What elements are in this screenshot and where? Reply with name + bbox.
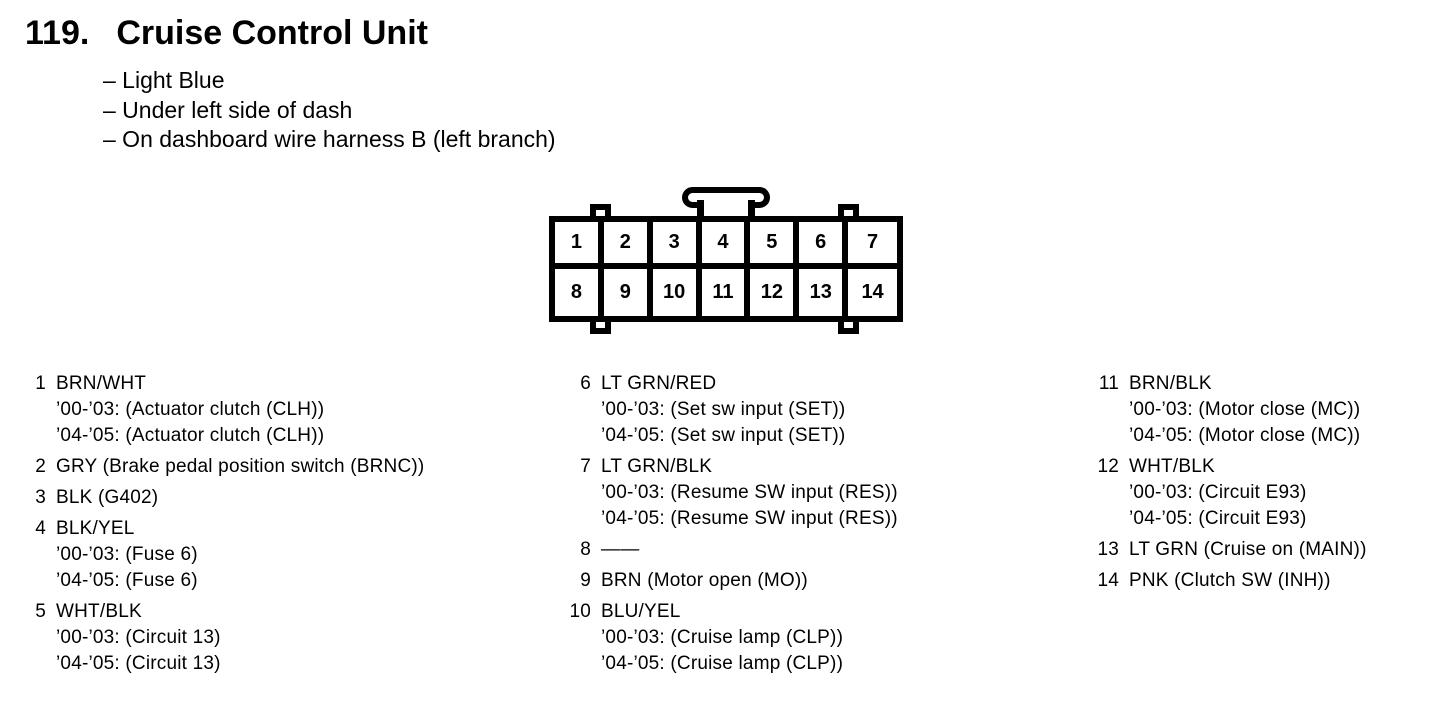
pin-cell-9: 9	[604, 269, 653, 316]
pin-number: 8	[580, 539, 591, 560]
pin-wire-color: LT GRN/RED	[601, 373, 717, 394]
pin-year-function: ’00-’03: (Actuator clutch (CLH))	[56, 399, 325, 420]
pin-year-function: ’04-’05: (Fuse 6)	[56, 570, 198, 591]
pin-entry-8: 8 ——	[565, 537, 1075, 563]
pin-cell-14: 14	[861, 281, 884, 303]
pin-year-function: ’04-’05: (Resume SW input (RES))	[601, 508, 898, 529]
pin-number: 9	[580, 570, 591, 591]
pin-number: 5	[35, 601, 46, 622]
pin-wire-color: LT GRN (Cruise on (MAIN))	[1129, 539, 1367, 560]
pin-wire-color: BRN/WHT	[56, 373, 147, 394]
pin-number: 12	[1097, 456, 1119, 477]
pin-entry-13: 13 LT GRN (Cruise on (MAIN))	[1093, 537, 1438, 563]
section-number: 119.	[25, 14, 90, 52]
pin-number: 3	[35, 487, 46, 508]
pin-cell-1: 1	[555, 222, 604, 269]
pin-entry-1: 1 BRN/WHT ’00-’03: (Actuator clutch (CLH…	[20, 371, 550, 449]
location-notes: – Light Blue – Under left side of dash –…	[103, 66, 556, 155]
pin-cell-8: 8	[555, 269, 604, 316]
pin-entry-7: 7 LT GRN/BLK ’00-’03: (Resume SW input (…	[565, 454, 1075, 532]
pin-number: 14	[1097, 570, 1119, 591]
note-connector-color: – Light Blue	[103, 67, 225, 93]
pin-number: 1	[35, 373, 46, 394]
connector-latch-leg-right	[748, 200, 755, 217]
pin-wire-color: BLU/YEL	[601, 601, 681, 622]
pin-wire-color: WHT/BLK	[56, 601, 142, 622]
pin-year-function: ’00-’03: (Circuit E93)	[1129, 482, 1307, 503]
pin-number: 7	[580, 456, 591, 477]
pin-year-function: ’00-’03: (Set sw input (SET))	[601, 399, 846, 420]
pin-wire-color: WHT/BLK	[1129, 456, 1215, 477]
section-title: Cruise Control Unit	[116, 14, 428, 52]
pin-year-function: ’04-’05: (Actuator clutch (CLH))	[56, 425, 325, 446]
pin-cell-12: 12	[750, 269, 800, 316]
pin-cell-2: 2	[603, 222, 653, 269]
pin-year-function: ’00-’03: (Fuse 6)	[56, 544, 198, 565]
pin-wire-color: BRN/BLK	[1129, 373, 1212, 394]
connector-diagram: 1 2 3 4 5 6 7 8 9 10 11 12 13 14	[549, 187, 903, 429]
pin-wire-color: PNK (Clutch SW (INH))	[1129, 570, 1331, 591]
pin-year-function: ’04-’05: (Set sw input (SET))	[601, 425, 846, 446]
pin-cell-10: 10	[653, 269, 702, 316]
pin-entry-3: 3 BLK (G402)	[20, 485, 550, 511]
pin-entry-5: 5 WHT/BLK ’00-’03: (Circuit 13) ’04-’05:…	[20, 599, 550, 677]
pin-cell-13: 13	[799, 269, 849, 316]
pin-year-function: ’00-’03: (Cruise lamp (CLP))	[601, 627, 844, 648]
pin-entry-12: 12 WHT/BLK ’00-’03: (Circuit E93) ’04-’0…	[1093, 454, 1438, 532]
page-title: 119. Cruise Control Unit	[25, 14, 428, 53]
pin-year-function: ’04-’05: (Circuit 13)	[56, 653, 221, 674]
pin-list-column-2: 6 LT GRN/RED ’00-’03: (Set sw input (SET…	[565, 371, 1075, 682]
pin-entry-4: 4 BLK/YEL ’00-’03: (Fuse 6) ’04-’05: (Fu…	[20, 516, 550, 594]
connector-latch-leg-left	[697, 200, 704, 217]
pin-wire-color: BRN (Motor open (MO))	[601, 570, 808, 591]
pin-list-column-3: 11 BRN/BLK ’00-’03: (Motor close (MC)) ’…	[1093, 371, 1438, 599]
pin-year-function: ’00-’03: (Motor close (MC))	[1129, 399, 1361, 420]
pin-cell-11: 11	[702, 269, 751, 316]
pin-wire-color: BLK/YEL	[56, 518, 135, 539]
pin-list-column-1: 1 BRN/WHT ’00-’03: (Actuator clutch (CLH…	[20, 371, 550, 682]
pin-entry-2: 2 GRY (Brake pedal position switch (BRNC…	[20, 454, 550, 480]
pin-number: 4	[35, 518, 46, 539]
pin-number: 13	[1097, 539, 1119, 560]
pin-no-connection: ——	[601, 539, 640, 560]
pin-year-function: ’04-’05: (Circuit E93)	[1129, 508, 1307, 529]
pin-wire-color: LT GRN/BLK	[601, 456, 713, 477]
pin-entry-11: 11 BRN/BLK ’00-’03: (Motor close (MC)) ’…	[1093, 371, 1438, 449]
connector-latch-gap	[704, 200, 748, 216]
pin-entry-14: 14 PNK (Clutch SW (INH))	[1093, 568, 1438, 594]
pin-cell-6: 6	[799, 222, 849, 269]
pin-cell-5: 5	[750, 222, 800, 269]
pin-cell-7: 7	[848, 222, 897, 269]
pin-number: 6	[580, 373, 591, 394]
pin-wire-color: GRY (Brake pedal position switch (BRNC))	[56, 456, 425, 477]
note-location: – Under left side of dash	[103, 96, 353, 123]
note-harness: – On dashboard wire harness B (left bran…	[103, 126, 556, 152]
pin-number: 11	[1098, 373, 1119, 394]
pin-cell-3: 3	[652, 222, 702, 269]
pin-wire-color: BLK (G402)	[56, 487, 159, 508]
pin-number: 10	[569, 601, 591, 622]
pin-year-function: ’00-’03: (Resume SW input (RES))	[601, 482, 898, 503]
pin-entry-10: 10 BLU/YEL ’00-’03: (Cruise lamp (CLP)) …	[565, 599, 1075, 677]
pin-year-function: ’04-’05: (Cruise lamp (CLP))	[601, 653, 844, 674]
pin-year-function: ’00-’03: (Circuit 13)	[56, 627, 221, 648]
pin-number: 2	[35, 456, 46, 477]
connector-pin-grid: 1 2 3 4 5 6 7 8 9 10 11 12 13 14	[549, 216, 903, 322]
pin-entry-9: 9 BRN (Motor open (MO))	[565, 568, 1075, 594]
pin-entry-6: 6 LT GRN/RED ’00-’03: (Set sw input (SET…	[565, 371, 1075, 449]
pin-cell-4: 4	[701, 222, 751, 269]
pin-year-function: ’04-’05: (Motor close (MC))	[1129, 425, 1361, 446]
